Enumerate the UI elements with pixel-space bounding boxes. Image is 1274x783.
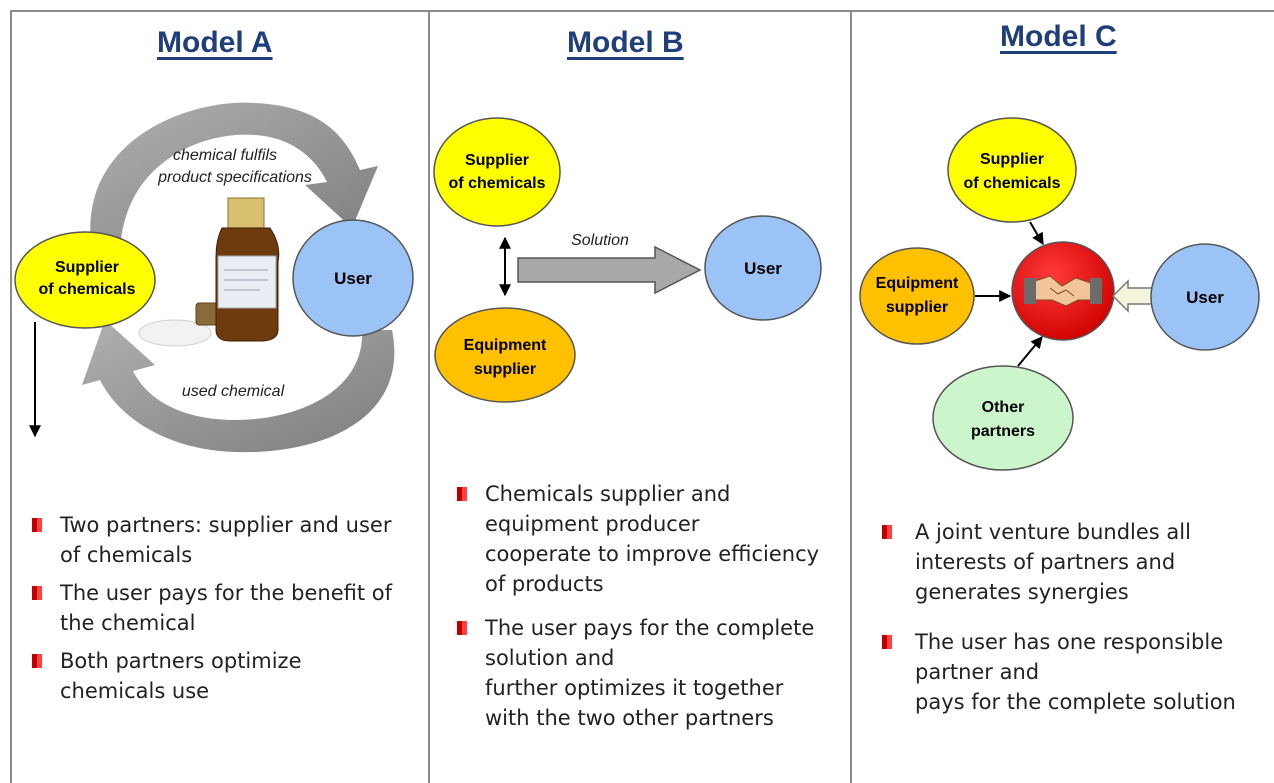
model-a-title: Model A bbox=[157, 26, 273, 59]
bullet-line: generates synergies bbox=[915, 580, 1129, 604]
model-a-supplier-node bbox=[14, 231, 156, 329]
model-b-equipment-node bbox=[434, 307, 576, 403]
bullet-marker-icon bbox=[457, 487, 467, 501]
bullet-line: The user has one responsible bbox=[915, 630, 1224, 654]
bullet-marker-icon bbox=[882, 635, 892, 649]
bullet-line: interests of partners and bbox=[915, 550, 1176, 574]
bullet-line: Two partners: supplier and user bbox=[60, 513, 392, 537]
bullet-line: chemicals use bbox=[60, 679, 210, 703]
model-a-user-node bbox=[292, 219, 414, 337]
model-b-solution-label: Solution bbox=[571, 232, 629, 249]
bullet-line: Chemicals supplier and bbox=[485, 482, 731, 506]
handshake-icon bbox=[1024, 275, 1102, 307]
model-b-user-node bbox=[704, 215, 822, 321]
bullet-line: A joint venture bundles all bbox=[915, 520, 1191, 544]
model-a-top-caption-1: chemical fulfils bbox=[173, 147, 277, 164]
model-c-title: Model C bbox=[1000, 20, 1117, 53]
model-a-bottom-caption: used chemical bbox=[182, 383, 285, 400]
bullet-marker-icon bbox=[882, 525, 892, 539]
model-b-user-label: User bbox=[744, 259, 782, 278]
model-b-bullet-list: Chemicals supplier and equipment producer… bbox=[455, 479, 819, 741]
bullet-line: solution and bbox=[485, 646, 615, 670]
model-b-equipment-label-1: Equipment bbox=[464, 337, 547, 354]
bullet-line: The user pays for the benefit of bbox=[60, 581, 393, 605]
model-a-bullet-3: Both partners optimize chemicals use bbox=[30, 646, 392, 706]
model-b-equipment-label-2: supplier bbox=[474, 361, 536, 378]
bullet-line: with the two other partners bbox=[485, 706, 774, 730]
model-a-supplier-label-1: Supplier bbox=[55, 259, 119, 276]
bullet-marker-icon bbox=[32, 654, 42, 668]
model-c-supplier-node bbox=[947, 117, 1077, 223]
panel-c-border bbox=[850, 10, 1274, 783]
model-a-bullet-1: Two partners: supplier and user of chemic… bbox=[30, 510, 392, 570]
model-c-equipment-node bbox=[859, 247, 975, 345]
model-b-title: Model B bbox=[567, 26, 684, 59]
bullet-marker-icon bbox=[32, 518, 42, 532]
bullet-line: equipment producer bbox=[485, 512, 700, 536]
bullet-line: Both partners optimize bbox=[60, 649, 302, 673]
bullet-marker-icon bbox=[457, 621, 467, 635]
bullet-line: of chemicals bbox=[60, 543, 193, 567]
model-a-supplier-label-2: of chemicals bbox=[39, 281, 136, 298]
model-a-user-label: User bbox=[334, 269, 372, 288]
model-c-equipment-label-1: Equipment bbox=[876, 275, 959, 292]
model-b-supplier-label-1: Supplier bbox=[465, 152, 529, 169]
model-c-other-label-1: Other bbox=[982, 399, 1025, 416]
bullet-line: of products bbox=[485, 572, 604, 596]
model-c-equipment-label-2: supplier bbox=[886, 299, 948, 316]
model-c-supplier-label-2: of chemicals bbox=[964, 175, 1061, 192]
bullet-line: the chemical bbox=[60, 611, 196, 635]
model-c-arrow-from-other bbox=[1017, 336, 1043, 367]
model-c-other-partners-node bbox=[932, 365, 1074, 471]
model-a-top-caption-2: product specifications bbox=[157, 169, 312, 186]
bullet-line: The user pays for the complete bbox=[485, 616, 815, 640]
model-c-bullet-2: The user has one responsible partner and p… bbox=[880, 627, 1236, 717]
model-c-bullet-list: A joint venture bundles all interests of … bbox=[880, 517, 1236, 725]
bullet-line: further optimizes it together bbox=[485, 676, 784, 700]
model-c-supplier-label-1: Supplier bbox=[980, 151, 1044, 168]
model-b-supplier-node bbox=[433, 117, 561, 227]
model-a-bullet-2: The user pays for the benefit of the chem… bbox=[30, 578, 392, 638]
model-b-bullet-2: The user pays for the complete solution a… bbox=[455, 613, 819, 733]
model-c-arrow-from-supplier bbox=[1029, 221, 1044, 246]
model-b-bullet-1: Chemicals supplier and equipment producer… bbox=[455, 479, 819, 599]
bullet-line: partner and bbox=[915, 660, 1040, 684]
model-c-other-label-2: partners bbox=[971, 423, 1035, 440]
model-b-supplier-label-2: of chemicals bbox=[449, 175, 546, 192]
model-a-bullet-list: Two partners: supplier and user of chemic… bbox=[30, 510, 392, 714]
model-c-user-node bbox=[1150, 243, 1260, 351]
model-a-cycle bbox=[82, 102, 395, 453]
cycle-arrow-bottom bbox=[82, 320, 395, 453]
model-c-user-label: User bbox=[1186, 288, 1224, 307]
bullet-line: cooperate to improve efficiency bbox=[485, 542, 820, 566]
model-c-bullet-1: A joint venture bundles all interests of … bbox=[880, 517, 1236, 607]
chemical-bottle-image bbox=[138, 197, 280, 347]
bullet-line: pays for the complete solution bbox=[915, 690, 1236, 714]
bullet-marker-icon bbox=[32, 586, 42, 600]
cycle-arrow-top bbox=[90, 102, 379, 250]
model-b-solution-arrow bbox=[517, 245, 702, 295]
